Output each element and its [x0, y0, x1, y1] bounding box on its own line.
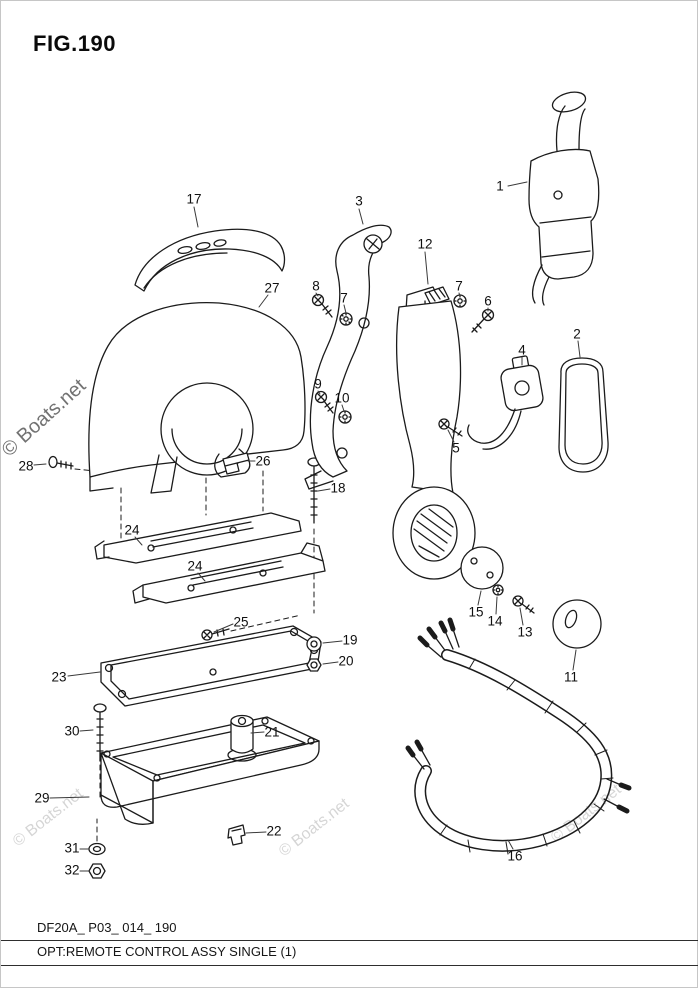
part-11-round-knob — [552, 599, 602, 649]
fastener-30-screw — [93, 703, 107, 762]
part-22-clip — [227, 824, 246, 846]
fastener-28-screw — [48, 455, 74, 470]
callout-leader-lines — [33, 181, 581, 872]
part-main-lever-body — [392, 300, 476, 580]
footer-divider-top — [1, 940, 698, 941]
fastener-5-screw — [438, 418, 463, 437]
fastener-31-washer-nut — [88, 842, 106, 856]
fastener-19-washer — [306, 636, 322, 652]
part-2-grip-handle — [558, 357, 609, 473]
part-1-remote-control-assembly — [528, 91, 600, 306]
fastener-32-hex-nut — [88, 863, 106, 879]
part-17-upper-cover — [134, 228, 286, 292]
part-16-wire-harness — [405, 617, 632, 855]
part-24-mount-plates — [94, 512, 326, 604]
fastener-7b-washer — [453, 294, 467, 308]
fastener-10-washer — [338, 410, 352, 424]
part-29-lower-tray — [100, 716, 320, 825]
fastener-13-screw — [512, 595, 535, 614]
part-3-lever-arm — [304, 224, 392, 490]
figure-title: FIG.190 — [33, 31, 116, 56]
fastener-20-nut — [306, 658, 322, 672]
footer-divider-bottom — [1, 965, 698, 966]
fastener-9-screw — [314, 390, 334, 414]
part-15-disc — [460, 546, 504, 590]
figure-description: OPT:REMOTE CONTROL ASSY SINGLE (1) — [37, 944, 297, 959]
fastener-25-screw — [201, 628, 230, 641]
drawing-code: DF20A_ P03_ 014_ 190 — [37, 920, 177, 935]
part-27-housing-cover — [88, 301, 306, 494]
part-26-clip-bracket — [222, 452, 250, 475]
fastener-7-washer — [339, 312, 353, 326]
construction-lines — [74, 468, 315, 842]
part-21-knob — [230, 714, 254, 754]
fastener-8-screw — [311, 293, 333, 318]
fastener-14-washer — [492, 584, 504, 596]
part-4-switch-connector — [467, 355, 544, 450]
fastener-6-screw — [471, 308, 495, 333]
